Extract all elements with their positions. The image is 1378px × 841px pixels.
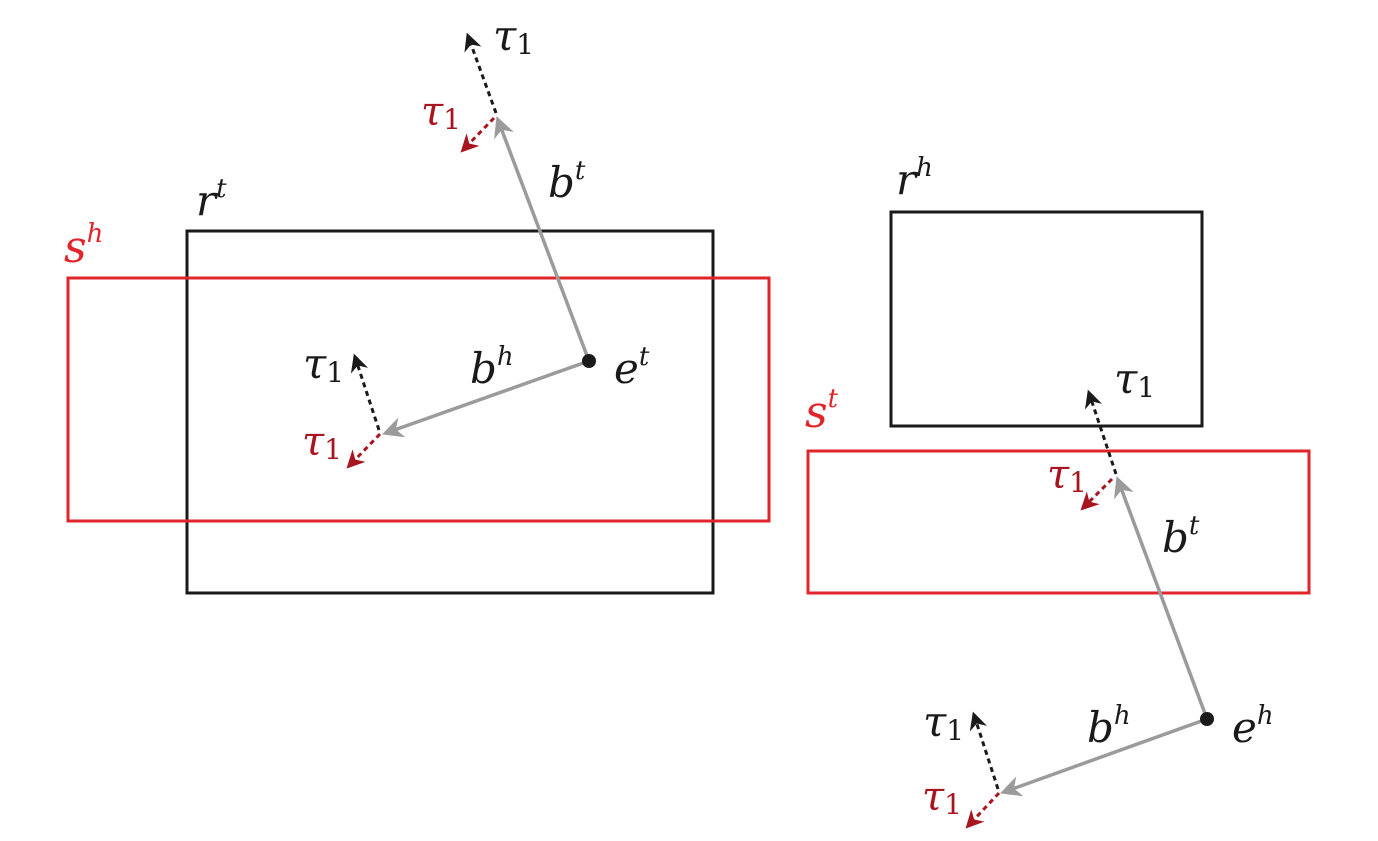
tau-arrow-black-top — [464, 32, 498, 114]
label-e-t: et — [614, 342, 650, 393]
label-tau-red-bottom: τ1 — [922, 774, 962, 821]
label-b-h-left: bh — [470, 342, 514, 393]
label-b-t-right: bt — [1162, 511, 1200, 562]
label-tau-red-mid: τ1 — [302, 419, 342, 466]
tau-arrow-red-mid — [346, 432, 382, 469]
tau-arrow-black-bottom — [969, 711, 1000, 790]
rect-r-t — [185, 229, 715, 595]
label-s-h: sh — [64, 219, 103, 273]
tau-arrow-red-bottom — [965, 791, 1001, 829]
label-s-t: st — [805, 384, 839, 438]
label-r-t: rt — [196, 174, 227, 225]
point-e-h — [1200, 712, 1214, 726]
label-tau-black-right-top: τ1 — [1114, 354, 1155, 404]
label-tau-black-mid: τ1 — [303, 339, 344, 389]
vector-b-h-left — [382, 359, 590, 438]
vector-b-t-left — [494, 116, 591, 362]
label-tau-black-top: τ1 — [493, 11, 534, 61]
label-r-h: rh — [896, 153, 933, 204]
label-e-h: eh — [1232, 701, 1274, 752]
vector-b-t-right — [1114, 476, 1209, 720]
rect-r-h — [889, 210, 1204, 428]
label-b-t-left: bt — [548, 156, 586, 207]
rect-s-h — [66, 276, 771, 523]
tau-arrow-black-right-top — [1085, 389, 1118, 475]
tau-arrow-red-right-top — [1080, 477, 1114, 511]
vector-b-h-right — [1000, 717, 1208, 797]
point-e-t — [582, 354, 596, 368]
tau-arrow-black-mid — [350, 353, 381, 431]
tau-arrow-red-top — [460, 116, 496, 153]
label-tau-black-bottom: τ1 — [923, 697, 964, 747]
label-tau-red-right: τ1 — [1047, 452, 1087, 499]
label-tau-red-top: τ1 — [421, 89, 461, 136]
label-b-h-right: bh — [1087, 701, 1131, 752]
rect-s-t — [806, 449, 1311, 595]
